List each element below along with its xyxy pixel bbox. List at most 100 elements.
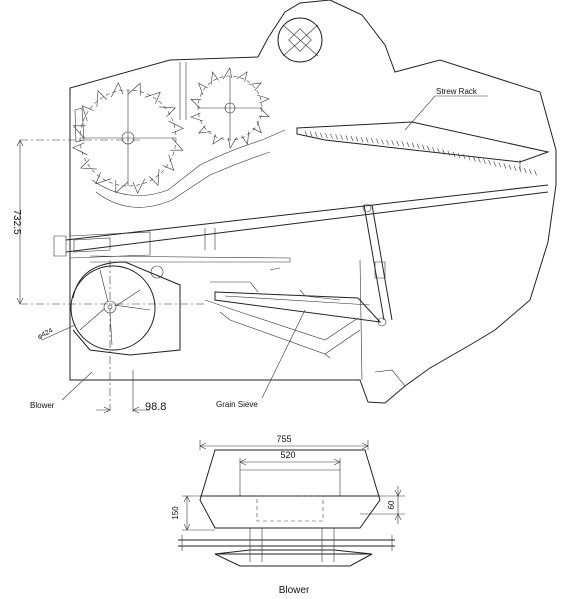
dimension-height-left-value: 150 <box>171 506 180 520</box>
drum-tooth <box>80 159 97 170</box>
dimension-width-inner-value: 520 <box>280 450 295 460</box>
blower-plan-view <box>178 449 395 567</box>
rack-tooth <box>447 150 451 156</box>
drum-tooth <box>96 90 107 107</box>
drum-tooth <box>132 178 146 194</box>
rack-tooth <box>534 170 537 176</box>
rack-tooth <box>360 136 364 143</box>
drum-tooth <box>149 169 160 186</box>
grain-sieve-label: Grain Sieve <box>216 400 258 409</box>
rack-tooth <box>462 154 466 160</box>
rack-tooth <box>411 142 415 148</box>
threshing-drum-large <box>72 82 184 194</box>
drum-tooth <box>81 105 94 122</box>
rack-tooth <box>314 131 318 138</box>
rack-tooth <box>371 138 374 144</box>
return-chute <box>53 184 549 263</box>
rack-tooth <box>391 140 394 146</box>
rack-tooth <box>376 138 379 144</box>
rack-tooth <box>467 155 471 161</box>
dimension-vertical: 732.5 <box>11 139 24 305</box>
rack-tooth <box>493 161 496 167</box>
blower-caption: Blower <box>279 585 310 596</box>
rack-tooth <box>381 139 384 145</box>
rack-tooth <box>478 157 481 163</box>
rack-tooth <box>320 132 323 138</box>
rack-tooth <box>442 149 445 155</box>
rack-tooth <box>340 134 343 140</box>
drum-tooth <box>170 137 184 151</box>
center-lines <box>20 139 205 410</box>
rack-tooth <box>529 169 532 175</box>
rack-tooth <box>503 163 507 169</box>
drum-tooth <box>252 120 262 134</box>
straw-rack-callout: Strew Rack <box>404 87 488 131</box>
drum-tooth <box>95 172 112 185</box>
dimension-width-inner: 520 <box>239 450 341 470</box>
dimension-vertical-value: 732.5 <box>11 209 22 234</box>
drum-tooth <box>228 137 237 149</box>
rack-tooth <box>473 156 476 162</box>
dimension-offset: 98.8 <box>96 370 166 414</box>
drum-tooth <box>72 125 86 139</box>
drum-tooth <box>190 98 202 109</box>
threshing-drum-small <box>190 67 270 149</box>
rack-tooth <box>498 162 502 168</box>
dimension-height-right: 60 <box>360 486 405 524</box>
rack-tooth <box>304 130 308 137</box>
rack-tooth <box>427 145 430 152</box>
dimension-diameter: φ424 <box>36 324 76 341</box>
drum-tooth <box>115 180 129 194</box>
rack-tooth <box>335 134 338 140</box>
machine-housing-outline <box>69 0 557 404</box>
straw-rack <box>296 121 550 176</box>
drum-tooth <box>241 131 249 145</box>
drum-tooth <box>72 142 88 156</box>
drum-tooth <box>258 107 270 118</box>
rack-tooth <box>457 152 461 159</box>
rack-tooth <box>355 136 359 142</box>
rack-tooth <box>416 143 420 149</box>
drum-tooth <box>198 125 212 134</box>
dimension-height-right-value: 60 <box>387 500 396 509</box>
dimension-width-outer-value: 755 <box>276 434 291 444</box>
drum-tooth <box>144 91 161 104</box>
rack-tooth <box>396 140 400 147</box>
concave <box>74 62 286 208</box>
rack-tooth <box>350 135 354 142</box>
rack-tooth <box>524 167 527 174</box>
drum-tooth <box>198 82 208 96</box>
drum-tooth <box>162 154 175 171</box>
blower-callout: Blower <box>30 371 93 410</box>
dimension-diameter-value: φ424 <box>36 327 54 341</box>
rack-tooth <box>488 159 491 166</box>
linkage-arm <box>362 203 393 327</box>
rack-tooth <box>437 148 440 154</box>
top-fan <box>277 17 323 63</box>
drum-tooth <box>159 106 176 117</box>
blower-fan <box>70 261 281 356</box>
drum-tooth <box>223 67 232 79</box>
rack-tooth <box>406 141 410 148</box>
rack-tooth <box>330 133 333 139</box>
rack-tooth <box>325 133 328 139</box>
drum-tooth <box>168 120 184 134</box>
drum-tooth <box>236 71 248 82</box>
grain-sieve <box>204 281 382 359</box>
drum-tooth <box>256 94 270 104</box>
drum-tooth <box>190 112 204 122</box>
dimension-height-left: 150 <box>171 495 215 531</box>
rack-tooth <box>508 164 512 170</box>
dimension-offset-value: 98.8 <box>145 401 166 413</box>
straw-rack-label: Strew Rack <box>436 87 478 96</box>
blower-label: Blower <box>30 401 55 410</box>
drum-tooth <box>127 82 141 96</box>
rack-tooth <box>309 131 313 137</box>
rack-tooth <box>401 141 405 147</box>
dimension-width-outer: 755 <box>199 434 369 450</box>
drum-tooth <box>212 134 224 145</box>
drum-tooth <box>211 71 219 85</box>
rack-tooth <box>345 135 349 141</box>
drum-tooth <box>248 82 262 91</box>
rack-tooth <box>483 158 486 164</box>
